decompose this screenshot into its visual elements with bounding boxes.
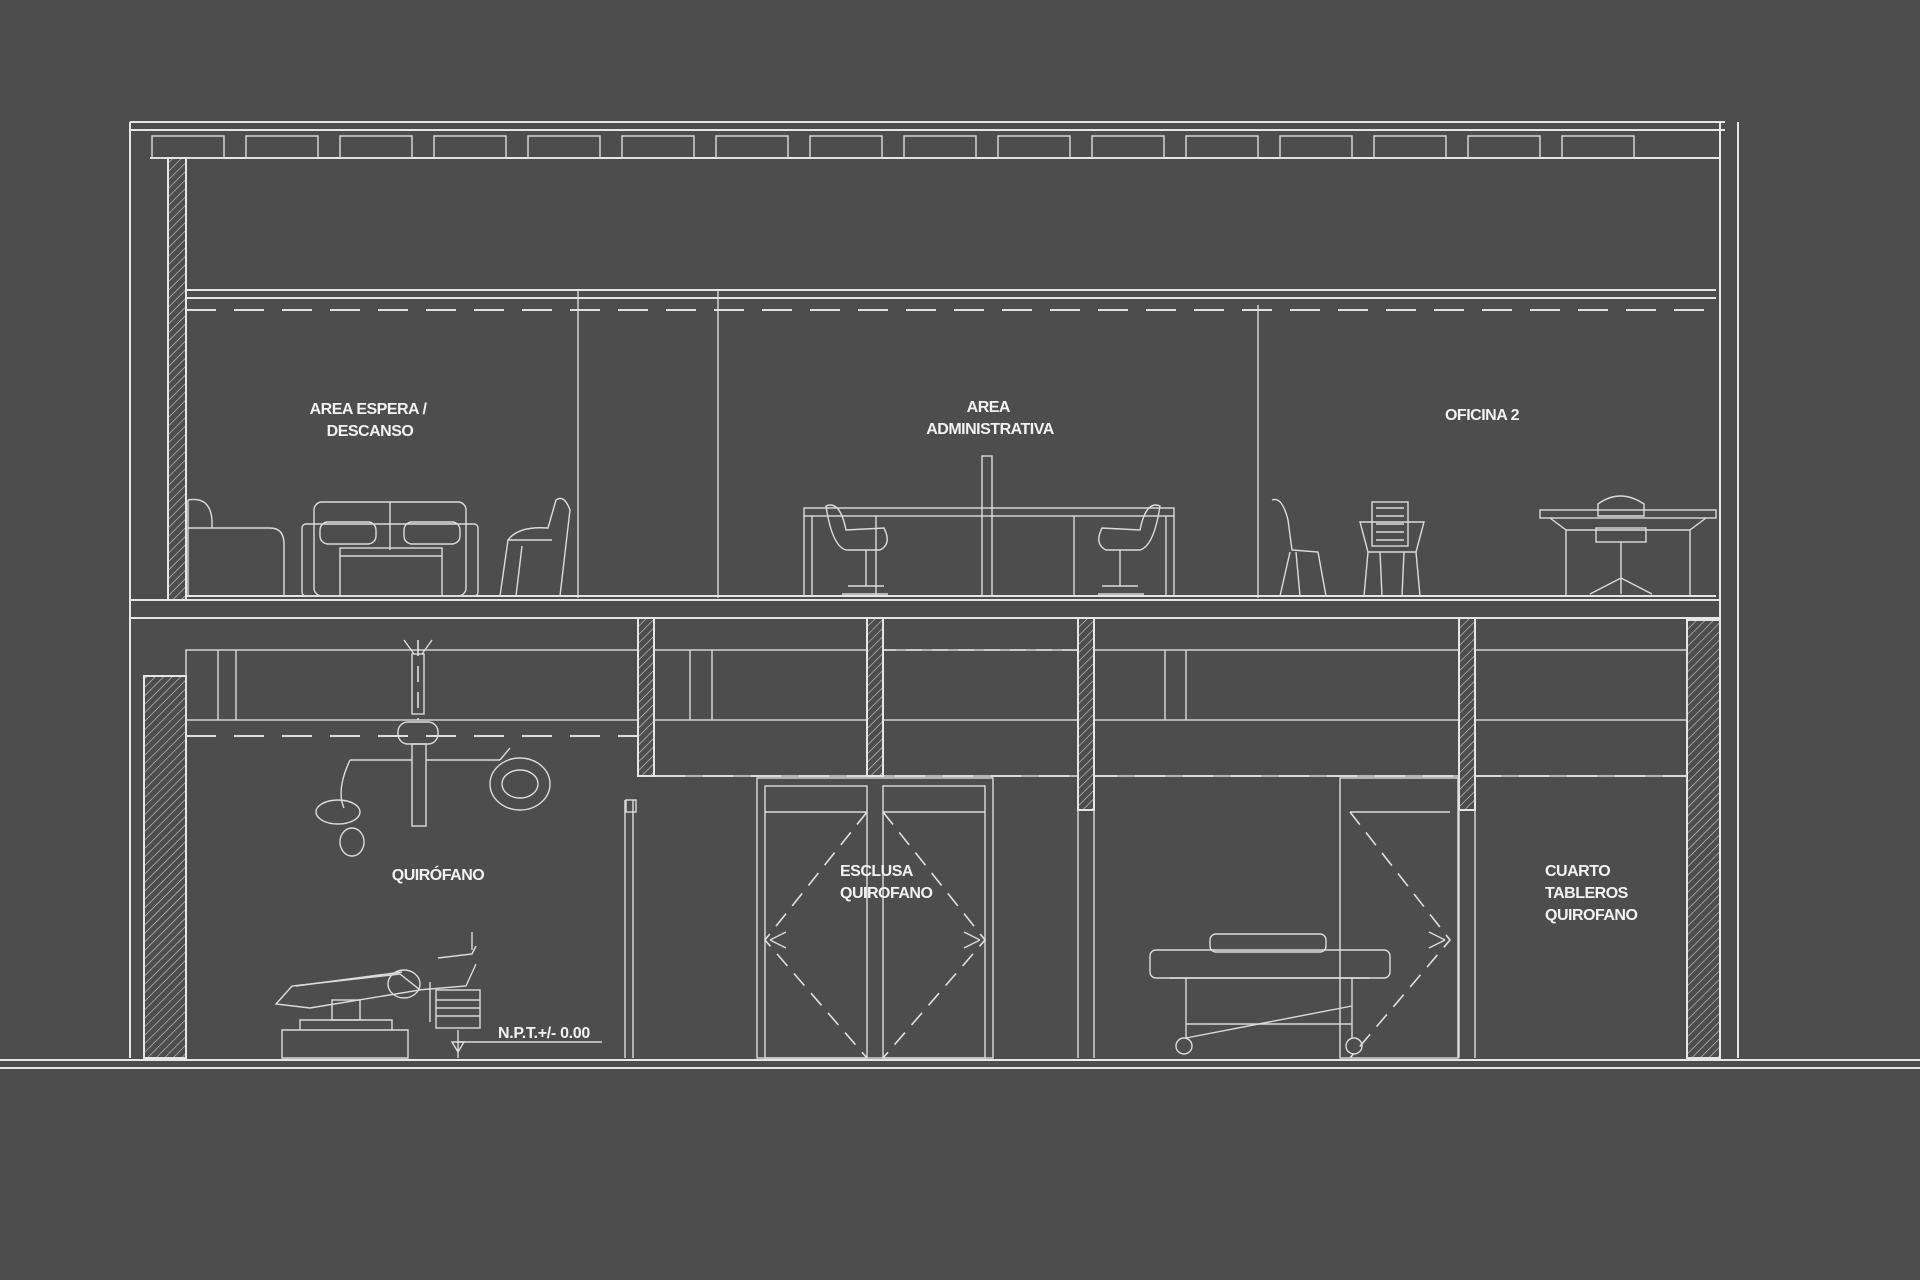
esclusa-double-door [756, 777, 994, 1059]
roof-joist-box [1373, 135, 1447, 159]
level-marker-text: N.P.T.+/- 0.00 [498, 1025, 590, 1042]
outer-walls [129, 122, 1739, 1059]
waiting-area-furniture [187, 497, 571, 597]
lower-ceiling [185, 649, 1688, 777]
roof-joist-box [1279, 135, 1353, 159]
cuarto-tableros-door [1339, 777, 1459, 1059]
roof-joist-box [433, 135, 507, 159]
roof-joist-box [903, 135, 977, 159]
surgical-lamp [315, 639, 551, 857]
roof-joist-box [1091, 135, 1165, 159]
operating-table [274, 932, 481, 1059]
room-label-oficina-2: OFICINA 2 [1445, 407, 1520, 424]
right-lower-wall [1686, 619, 1721, 1059]
columns [624, 617, 1476, 1058]
roof-joist-box [527, 135, 601, 159]
room-label-area-espera: AREA ESPERA / DESCANSO [310, 401, 431, 440]
roof-joist-box [997, 135, 1071, 159]
roof-structure [130, 121, 1725, 159]
room-label-quirofano: QUIRÓFANO [392, 865, 484, 884]
ground-line [0, 1059, 1920, 1069]
room-label-area-administrativa: AREA ADMINISTRATIVA [926, 399, 1054, 438]
left-upper-wall [167, 157, 187, 601]
room-label-esclusa-quirofano: ESCLUSA QUIROFANO [840, 863, 932, 902]
roof-joist-box [151, 135, 225, 159]
roof-joist-box [339, 135, 413, 159]
roof-joist-box [1467, 135, 1541, 159]
room-label-cuarto-tableros: CUARTO TABLEROS QUIROFANO [1545, 863, 1637, 924]
roof-joist-box [621, 135, 695, 159]
room-labels: AREA ESPERA / DESCANSO AREA ADMINISTRATI… [310, 399, 1638, 924]
roof-joist-box [245, 135, 319, 159]
admin-area-furniture [803, 455, 1175, 597]
level-marker: N.P.T.+/- 0.00 [450, 1025, 602, 1058]
roof-joists [151, 135, 1635, 159]
roof-joist-box [1561, 135, 1635, 159]
stretcher [1149, 933, 1391, 1055]
intermediate-slab [129, 595, 1721, 619]
left-lower-wall [143, 675, 187, 1059]
roof-joist-box [809, 135, 883, 159]
quirofano-door-frame [625, 799, 637, 813]
roof-joist-box [715, 135, 789, 159]
office-2-furniture [1271, 495, 1717, 597]
upper-ceiling [186, 289, 1716, 598]
roof-joist-box [1185, 135, 1259, 159]
